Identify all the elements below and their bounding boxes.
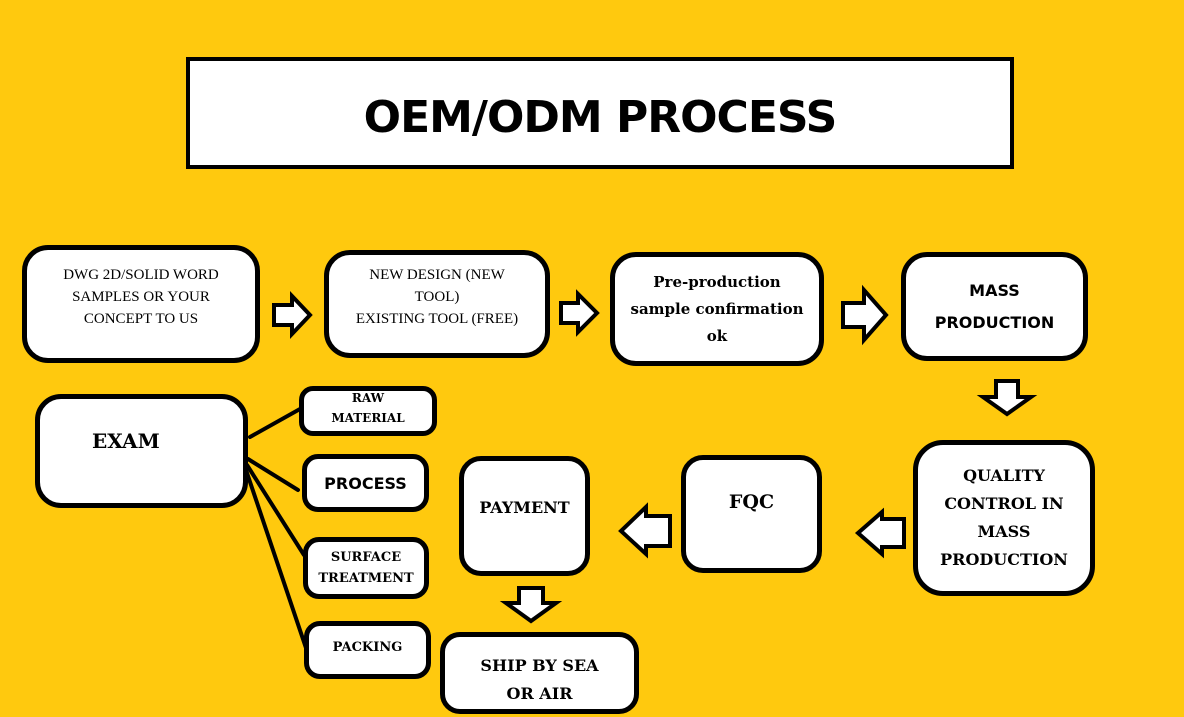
arrow-left-icon <box>854 507 906 559</box>
arrow-down-icon <box>976 379 1038 417</box>
exam-item-packing: PACKING <box>304 621 431 679</box>
title-box: OEM/ODM PROCESS <box>186 57 1014 169</box>
exam-item-raw-material: RAW MATERIAL <box>299 386 437 436</box>
step-design-label: NEW DESIGN (NEW TOOL) EXISTING TOOL (FRE… <box>355 267 519 327</box>
connector-packing <box>244 468 308 650</box>
step-mass-production: MASS PRODUCTION <box>901 252 1088 361</box>
arrow-left-icon <box>618 502 672 559</box>
step-payment: PAYMENT <box>459 456 590 576</box>
arrow-right-icon <box>272 290 313 340</box>
connector-surface-treatment <box>245 463 306 557</box>
page-title: OEM/ODM PROCESS <box>363 91 838 143</box>
step-preproduction-label: Pre-production sample confirmation ok <box>630 272 804 345</box>
connector-raw-material <box>248 407 302 439</box>
step-drawing: DWG 2D/SOLID WORD SAMPLES OR YOUR CONCEP… <box>22 245 260 363</box>
step-ship-label: SHIP BY SEA OR AIR <box>480 656 599 703</box>
exam-item-packing-label: PACKING <box>332 639 403 655</box>
exam-item-surface-treatment-label: SURFACE TREATMENT <box>318 550 414 586</box>
exam-item-process-label: PROCESS <box>324 473 407 493</box>
step-drawing-label: DWG 2D/SOLID WORD SAMPLES OR YOUR CONCEP… <box>63 267 219 327</box>
exam-label: EXAM <box>92 429 160 453</box>
step-fqc: FQC <box>681 455 822 573</box>
step-ship: SHIP BY SEA OR AIR <box>440 632 639 714</box>
exam-item-surface-treatment: SURFACE TREATMENT <box>303 537 429 599</box>
exam-item-process: PROCESS <box>302 454 429 512</box>
step-payment-label: PAYMENT <box>479 497 570 517</box>
connector-process <box>246 457 300 492</box>
step-quality-control: QUALITY CONTROL IN MASS PRODUCTION <box>913 440 1095 596</box>
step-mass-production-label: MASS PRODUCTION <box>934 280 1055 332</box>
step-preproduction: Pre-production sample confirmation ok <box>610 252 824 366</box>
exam-box: EXAM <box>35 394 248 508</box>
arrow-down-icon <box>499 586 563 624</box>
exam-item-raw-material-label: RAW MATERIAL <box>331 391 405 425</box>
arrow-right-icon <box>559 289 600 337</box>
step-quality-control-label: QUALITY CONTROL IN MASS PRODUCTION <box>940 466 1068 569</box>
step-fqc-label: FQC <box>728 491 775 513</box>
arrow-right-icon <box>841 284 889 346</box>
step-design: NEW DESIGN (NEW TOOL) EXISTING TOOL (FRE… <box>324 250 550 358</box>
